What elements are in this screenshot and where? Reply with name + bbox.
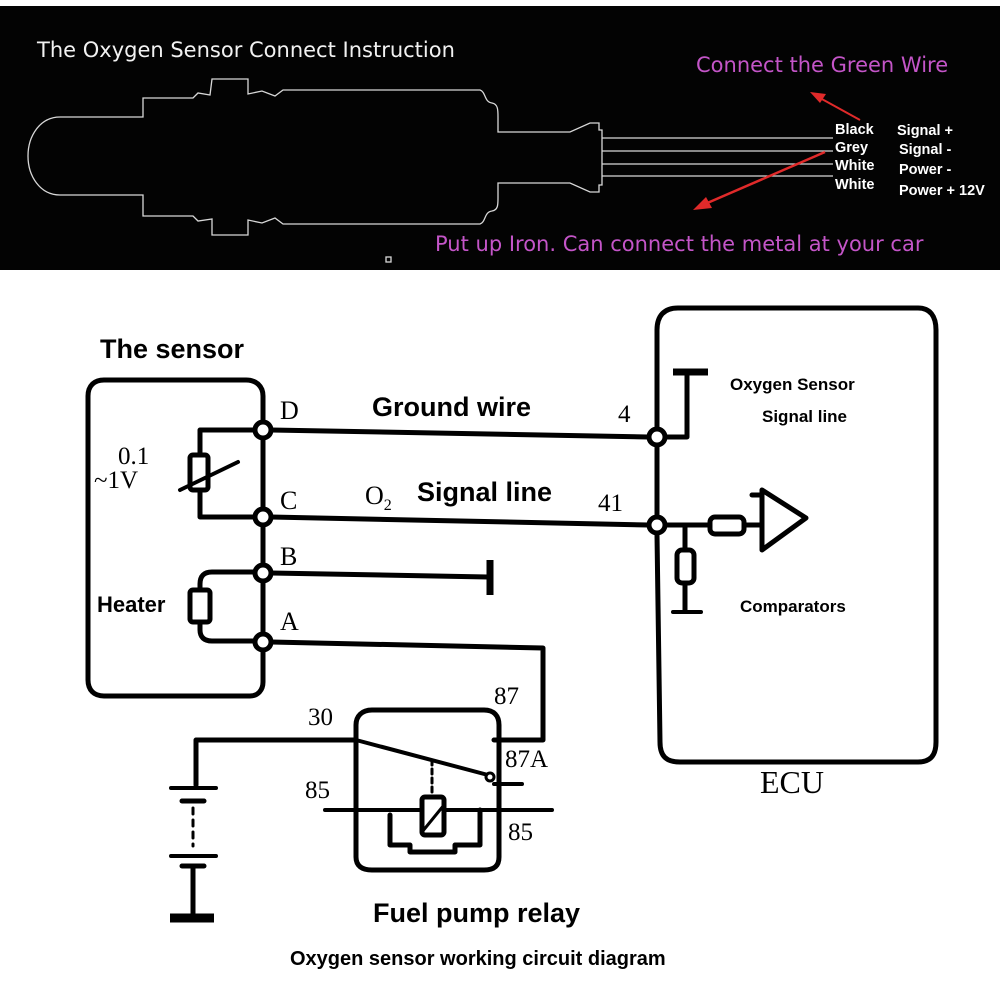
relay-pin-85-left-label: 85: [305, 777, 330, 804]
o2-symbol: O: [365, 481, 384, 510]
b-ground-wire: [268, 570, 491, 580]
connect-instruction-panel: The Oxygen Sensor Connect Instruction Co…: [0, 0, 1000, 270]
circuit-diagram: [85, 305, 939, 923]
arrow-to-iron-line: [704, 150, 826, 206]
arrow-to-green-wire-head: [810, 92, 826, 103]
variable-resistor-arrow: [178, 460, 240, 492]
ecu-signal-line-text: Signal line: [762, 407, 848, 426]
pin-d-label: D: [280, 396, 299, 425]
wire-function-label: Power + 12V: [899, 183, 985, 199]
sensor-title: The sensor: [100, 334, 245, 364]
relay-pin-87a-label: 87A: [505, 746, 549, 773]
relay-pin-30-label: 30: [308, 704, 333, 731]
heater-resistor: [187, 587, 213, 625]
callout-put-up-iron: Put up Iron. Can connect the metal at yo…: [435, 232, 924, 256]
sensor-housing: [85, 377, 266, 699]
ecu-ground-tee: [662, 369, 690, 440]
signal-wire: [268, 514, 651, 528]
ecu-pin-41-terminal: [646, 514, 668, 536]
arrow-to-iron-head: [693, 197, 712, 210]
comparator-pulldown-resistor: [674, 547, 697, 586]
wire-color-label: Black: [835, 122, 874, 138]
ecu-oxygen-sensor-text: Oxygen Sensor: [730, 375, 855, 394]
pin-a-terminal: [252, 631, 274, 653]
pin-c-terminal: [252, 506, 274, 528]
ecu-pin-41-label: 41: [598, 490, 623, 517]
heater-label: Heater: [97, 592, 166, 617]
relay-title: Fuel pump relay: [373, 898, 581, 928]
wire-function-label: Power -: [899, 162, 952, 178]
diagram-caption: Oxygen sensor working circuit diagram: [290, 948, 666, 970]
comparator-triangle: [759, 487, 809, 553]
battery-feed-wire: [193, 737, 359, 788]
relay-housing: [353, 707, 502, 873]
ecu-housing: [654, 305, 939, 765]
ecu-label: ECU: [760, 764, 824, 800]
sensor-voltage-top: 0.1: [118, 443, 150, 470]
sensor-outline-drawing: [27, 78, 861, 263]
relay-pin-87-label: 87: [494, 683, 519, 710]
o2-label: O2: [365, 481, 392, 515]
pin-b-terminal: [252, 562, 274, 584]
comparator-input-resistor: [707, 514, 747, 537]
signal-line-label: Signal line: [417, 477, 553, 507]
wire-color-label: White: [835, 177, 875, 193]
wire-color-label: White: [835, 158, 875, 174]
ecu-pin-4-label: 4: [618, 401, 631, 428]
wire-function-label: Signal -: [899, 142, 952, 158]
wire-color-label: Grey: [835, 140, 869, 156]
ground-wire: [268, 427, 651, 440]
ecu-pin-4-terminal: [646, 426, 668, 448]
pin-b-label: B: [280, 542, 298, 571]
pin-a-label: A: [280, 607, 299, 636]
pin-c-label: C: [280, 486, 298, 515]
heater-power-wire: [268, 639, 546, 743]
o2-subscript: 2: [383, 497, 392, 515]
relay-switch-arm: [354, 738, 490, 777]
relay-contact: [484, 771, 496, 783]
heater-loop: [197, 569, 258, 593]
small-square-marker: [385, 256, 392, 263]
instruction-title: The Oxygen Sensor Connect Instruction: [37, 38, 455, 62]
sensor-body-outline: [27, 78, 603, 236]
callout-connect-green-wire: Connect the Green Wire: [696, 53, 949, 77]
relay-pin-85-right-label: 85: [508, 819, 533, 846]
comparators-label: Comparators: [740, 597, 846, 616]
wire-function-label: Signal +: [897, 123, 954, 139]
ground-wire-label: Ground wire: [372, 392, 532, 422]
sensor-voltage-bottom: ~1V: [94, 467, 139, 494]
relay-coil-frame: [387, 807, 483, 855]
pin-d-terminal: [252, 419, 274, 441]
arrow-to-green-wire-line: [819, 97, 861, 121]
